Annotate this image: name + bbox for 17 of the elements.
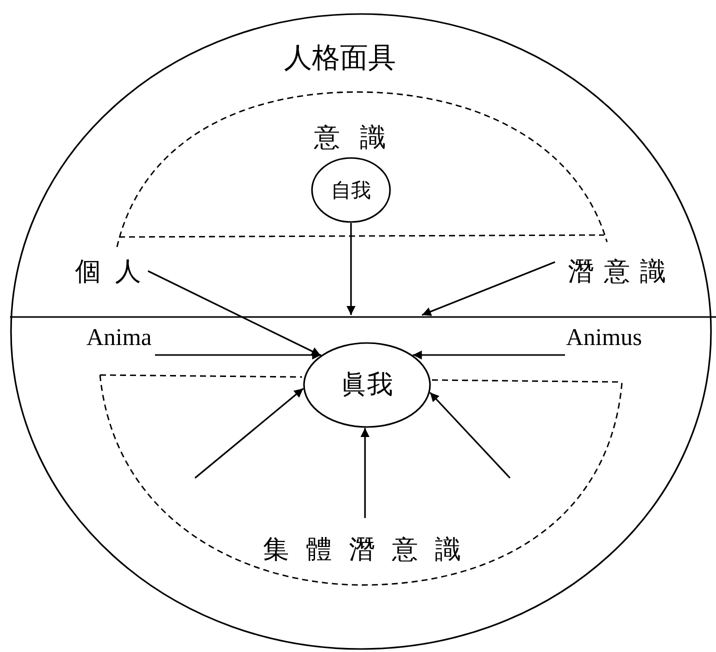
text-label: 潛意識 (567, 259, 676, 285)
ellipse-label: 自我 (331, 180, 371, 200)
text-label: 個人 (74, 259, 155, 285)
ellipse-label: 眞我 (341, 372, 393, 398)
arrow (429, 392, 511, 479)
ellipse-label: 人格面具 (284, 44, 396, 72)
region-label: 意識 (313, 125, 406, 151)
text-label: Anima (86, 326, 152, 350)
arrow (422, 261, 556, 316)
text-label: Animus (566, 326, 642, 350)
arrow (148, 270, 321, 356)
arrow (194, 388, 304, 479)
arrow (412, 350, 565, 360)
region-label: 集體潛意識 (262, 537, 478, 563)
arrow (155, 350, 322, 360)
arrow (360, 428, 370, 518)
arrow (346, 223, 356, 315)
